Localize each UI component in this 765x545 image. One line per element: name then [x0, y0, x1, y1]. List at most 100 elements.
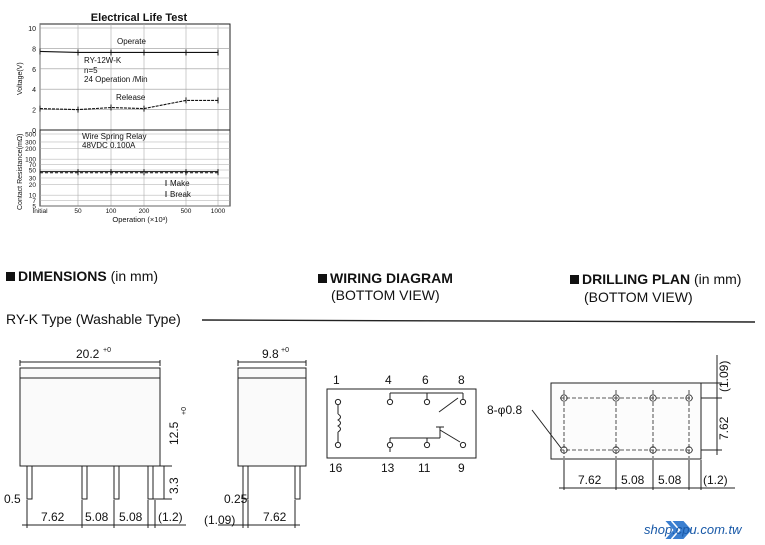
side-pin	[242, 465, 249, 500]
resistance-tick-label: 200	[25, 146, 36, 153]
resistance-tick-label: 10	[29, 193, 37, 200]
resistance-tick-label: 500	[25, 132, 36, 139]
resistance-grid	[40, 133, 230, 207]
dimensions-unit: (in mm)	[110, 268, 159, 284]
front-pin-length: 3.3	[167, 477, 181, 494]
drilling-heading: DRILLING PLAN (in mm)	[570, 271, 741, 287]
voltage-series	[39, 48, 219, 113]
front-pin	[26, 465, 33, 500]
voltage-tick-label: 2	[32, 108, 36, 115]
x-tick-label: 1000	[211, 208, 226, 215]
wiring-diagram	[326, 388, 477, 459]
pin-6: 6	[422, 373, 429, 387]
make-label: Make	[170, 179, 190, 188]
resistance-annotation-line-2: 48VDC 0.100A	[82, 141, 136, 150]
front-width-value: 20.2	[76, 347, 100, 361]
operate-line	[39, 50, 218, 54]
front-body	[19, 367, 161, 467]
resistance-tick-label: 300	[25, 139, 36, 146]
x-tick-label: 50	[74, 208, 82, 215]
drill-holes	[560, 390, 693, 458]
front-pitch-3: 5.08	[119, 510, 143, 524]
break-label: Break	[170, 190, 192, 199]
coil-symbol	[337, 413, 341, 433]
pin-1: 1	[333, 373, 340, 387]
resistance-tick-label: 100	[25, 157, 36, 164]
voltage-tick-label: 10	[28, 26, 36, 33]
upper-contact-arm	[438, 397, 459, 413]
drill-row-gap: 7.62	[717, 416, 731, 440]
side-pin-width: 0.25	[224, 492, 248, 506]
operate-label: Operate	[117, 37, 146, 46]
lower-contact-arm	[439, 429, 461, 443]
resistance-tick-label: 7	[32, 198, 36, 205]
front-height-tol: +0	[181, 407, 188, 415]
front-pin	[113, 465, 120, 500]
x-tick-label: 500	[181, 208, 192, 215]
hole-label: 8-φ0.8	[487, 403, 522, 417]
drill-pitch-1: 7.62	[578, 473, 602, 487]
voltage-annotation-line-3: 24 Operation /Min	[84, 75, 148, 84]
resistance-tick-label: 20	[29, 182, 37, 189]
front-pin	[81, 465, 88, 500]
front-width-tol: +0	[103, 347, 111, 354]
drilling-plan	[531, 355, 735, 490]
drill-end-dim: (1.2)	[703, 473, 728, 487]
x-tick-label: 200	[139, 208, 150, 215]
resistance-tick-label: 5	[32, 204, 36, 211]
hole-leader	[531, 409, 562, 449]
resistance-tick-label: 50	[29, 168, 37, 175]
drill-pitch-3: 5.08	[658, 473, 682, 487]
voltage-tick-label: 0	[32, 128, 36, 135]
drilling-title: DRILLING PLAN	[582, 271, 691, 287]
wiring-view-label: (BOTTOM VIEW)	[331, 287, 440, 303]
dimensions-heading: DIMENSIONS (in mm)	[6, 268, 158, 284]
front-height-value: 12.5	[167, 421, 181, 445]
drilling-view-label: (BOTTOM VIEW)	[584, 289, 693, 305]
pin-9: 9	[458, 461, 465, 475]
x-tick-label: Initial	[32, 208, 48, 215]
side-body	[237, 367, 307, 467]
x-axis-label: Operation (×10³)	[112, 215, 168, 224]
voltage-annotation-line-1: RY-12W-K	[84, 56, 122, 65]
watermark-logo-icon	[665, 520, 692, 540]
wiring-heading: WIRING DIAGRAM	[318, 270, 453, 286]
wiring-frame	[326, 388, 477, 459]
voltage-tick-label: 8	[32, 46, 36, 53]
wiring-title: WIRING DIAGRAM	[330, 270, 453, 286]
type-underline	[201, 319, 756, 323]
chart-title: Electrical Life Test	[91, 12, 188, 24]
front-pin	[147, 465, 154, 500]
x-tick-label: 100	[106, 208, 117, 215]
pin-13: 13	[381, 461, 395, 475]
front-pin-width: 0.5	[4, 492, 21, 506]
resistance-annotation-line-1: Wire Spring Relay	[82, 132, 146, 141]
bullet-square-icon	[570, 275, 579, 284]
pin-11: 11	[418, 461, 431, 475]
pin-16: 16	[329, 461, 343, 475]
drill-pitch-2: 5.08	[621, 473, 645, 487]
side-pitch: 7.62	[263, 510, 287, 524]
resistance-series	[39, 169, 219, 176]
pin-8: 8	[458, 373, 465, 387]
drill-top-offset: (1.09)	[717, 361, 731, 392]
front-pitch-2: 5.08	[85, 510, 109, 524]
pin-4: 4	[385, 373, 392, 387]
resistance-tick-label: 70	[29, 162, 37, 169]
side-width-value: 9.8	[262, 347, 279, 361]
drilling-unit: (in mm)	[694, 271, 742, 287]
side-width-tol: +0	[281, 347, 289, 354]
voltage-y-label: Voltage(V)	[17, 62, 24, 95]
voltage-y-ticks: 10 8 6 4 2 0	[28, 26, 36, 135]
voltage-tick-label: 4	[32, 87, 36, 94]
voltage-tick-label: 6	[32, 67, 36, 74]
release-line	[39, 99, 218, 111]
voltage-annotation-line-2: n=5	[84, 66, 98, 75]
front-pitch-1: 7.62	[41, 510, 65, 524]
front-end-dim: (1.2)	[158, 510, 183, 524]
drilling-frame	[550, 382, 702, 460]
resistance-y-label: Contact Resistance(mΩ)	[17, 134, 24, 210]
bullet-square-icon	[6, 272, 15, 281]
